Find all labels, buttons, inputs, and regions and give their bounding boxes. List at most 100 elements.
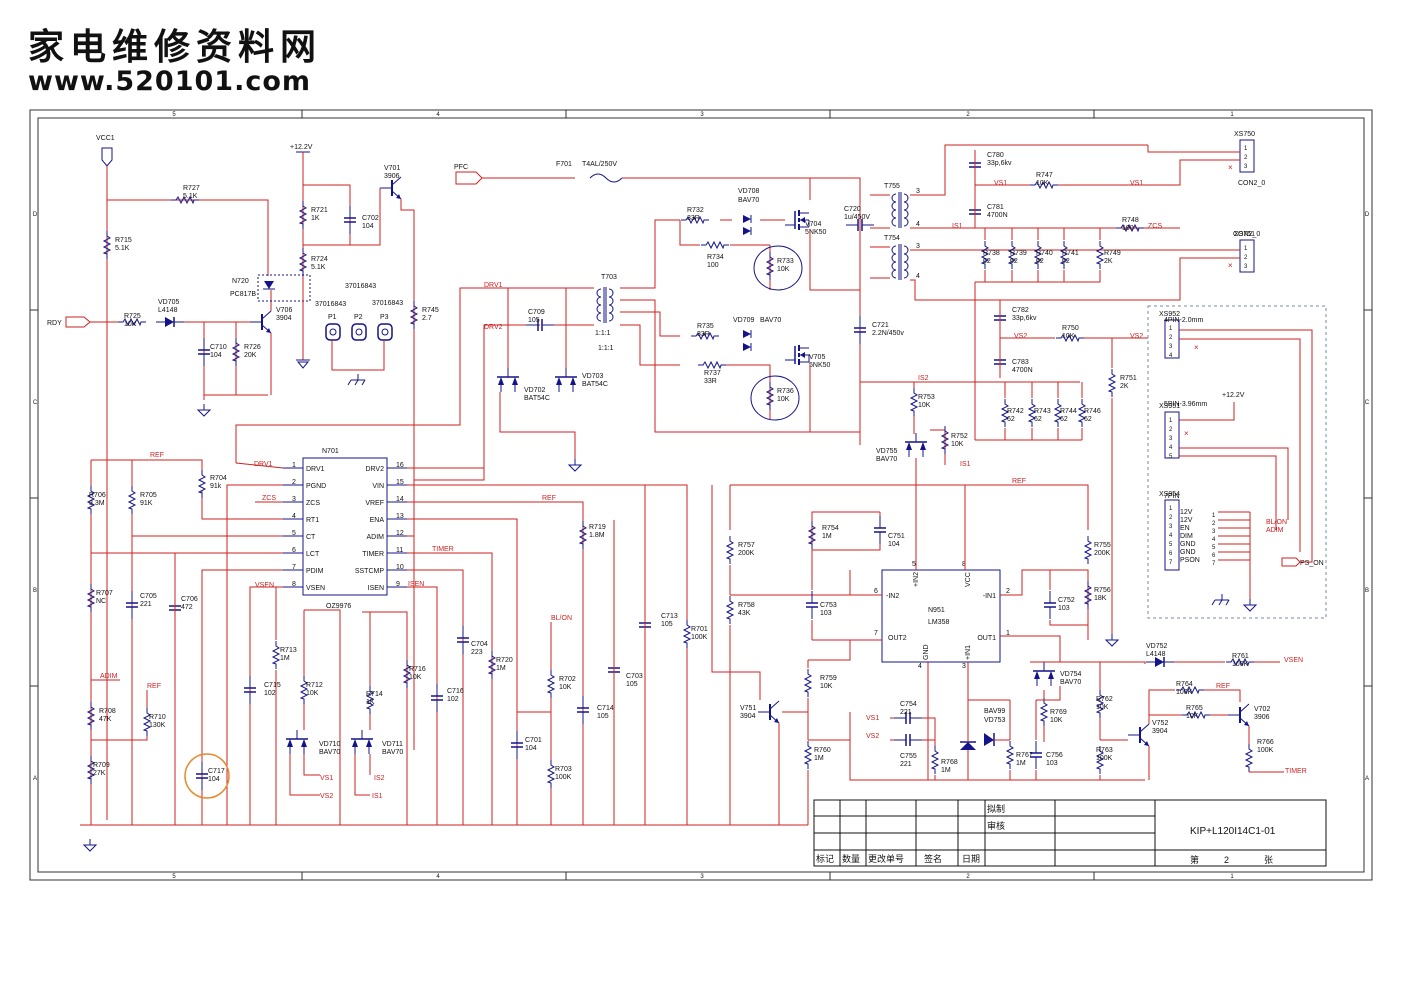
ic-pin-number: 3	[292, 496, 296, 503]
component-ref: R737	[704, 370, 721, 377]
diode-vd705	[165, 317, 174, 327]
connector-pin: 2	[1244, 255, 1248, 261]
resistor-r752	[940, 426, 950, 454]
fuse-value: T4AL/250V	[582, 161, 617, 168]
component-value: 5.1K	[311, 264, 326, 271]
resistor-r746	[1077, 399, 1087, 427]
resistor-r741	[1059, 241, 1069, 269]
resistor-r765	[1182, 710, 1210, 720]
component-value: 102	[264, 690, 276, 697]
component-value: NC	[96, 598, 106, 605]
component-ref: T755	[884, 183, 900, 190]
component-ref: R769	[1050, 709, 1067, 716]
wire	[1179, 455, 1277, 530]
title-column-header: 签名	[924, 853, 942, 864]
resistor-r737	[698, 360, 726, 370]
highlight-circle	[750, 375, 800, 421]
component-ref: R734	[707, 254, 724, 261]
component-value: 472	[181, 604, 193, 611]
net-label-ref: REF	[1216, 683, 1230, 690]
component-ref: T703	[601, 274, 617, 281]
component-value: BAV70	[760, 317, 781, 324]
connector-pin: 3	[1169, 524, 1173, 530]
pin-number: 3	[916, 243, 920, 250]
wire	[303, 754, 320, 776]
component-ref: N720	[232, 278, 249, 285]
wire	[1148, 257, 1240, 301]
component-value: 105	[597, 713, 609, 720]
connector-ref: XS751	[1234, 231, 1255, 238]
connector-pin: 3	[1169, 344, 1173, 350]
component-ref: R721	[311, 207, 328, 214]
net-label-isen: ISEN	[408, 581, 424, 588]
sheet-outer-border	[29, 109, 1373, 881]
component-ref: VD753	[984, 717, 1006, 724]
ic-pin-name: -IN1	[983, 593, 996, 600]
component-value: 4700N	[987, 212, 1008, 219]
vcc1-port	[101, 147, 113, 167]
component-ref: VD709	[733, 317, 755, 324]
resistor-r754	[807, 521, 817, 549]
component-value: 33R	[687, 215, 700, 222]
mounting-pin	[325, 323, 341, 341]
component-ref: R753	[918, 394, 935, 401]
component-value: 62	[1084, 416, 1092, 423]
connector-pin: 2	[1169, 427, 1173, 433]
highlight-circle	[184, 753, 230, 799]
watermark-url: www.520101.com	[28, 66, 312, 97]
power-label-rdy: RDY	[47, 320, 62, 327]
border-column-mark: 5	[172, 112, 176, 118]
mounting-pin	[377, 323, 393, 341]
resistor-r753	[909, 388, 919, 416]
net-label-drv2: DRV2	[484, 324, 503, 331]
component-ref: C714	[597, 705, 614, 712]
component-value: 3.3M	[89, 500, 105, 507]
nc-mark: ×	[1228, 163, 1233, 172]
ic-pin-name: RT1	[306, 517, 319, 524]
dual-diode-vd710	[287, 739, 307, 747]
component-value: 62	[1010, 258, 1018, 265]
title-column-header: 标记	[816, 853, 834, 864]
resistor-r742	[1000, 399, 1010, 427]
connector-type: CON2_0	[1233, 231, 1260, 238]
component-ref: C756	[1046, 752, 1063, 759]
net-label-adim: ADIM	[1266, 527, 1284, 534]
component-value: 18K	[1094, 595, 1107, 602]
ic-pin-name: VSEN	[306, 585, 325, 592]
ic-pin-number: 4	[918, 663, 922, 670]
component-ref: R767	[1016, 752, 1033, 759]
wire	[730, 570, 851, 596]
border-row-mark: A	[33, 776, 37, 782]
connector-pin: 3	[1169, 436, 1173, 442]
ic-pin-number: 5	[912, 561, 916, 568]
component-value: 1M	[814, 755, 824, 762]
border-column-mark: 1	[1230, 112, 1234, 118]
wire	[362, 611, 408, 825]
resistor-r710	[142, 708, 152, 736]
pin-number: 4	[916, 273, 920, 280]
optocoupler-n720	[257, 274, 311, 302]
net-label-adim: ADIM	[100, 673, 118, 680]
wire	[235, 462, 284, 469]
power-label-pfc: PFC	[454, 164, 468, 171]
component-ref: R703	[555, 766, 572, 773]
resistor-r719	[578, 521, 588, 549]
transformer-t754	[891, 245, 909, 279]
sheet-prefix: 第	[1190, 854, 1199, 865]
resistor-r712	[299, 676, 309, 704]
component-ref: R742	[1007, 408, 1024, 415]
component-value: 10K	[777, 396, 790, 403]
title-column-header: 数量	[842, 853, 860, 864]
component-ref: R747	[1036, 172, 1053, 179]
connector-signal: GND	[1180, 549, 1196, 556]
transformer-t755	[891, 193, 909, 227]
component-value: 10K	[409, 674, 422, 681]
component-ref: C753	[820, 602, 837, 609]
component-ref: V704	[805, 221, 821, 228]
connector-type: CON2_0	[1238, 180, 1265, 187]
ic-pin-number: 16	[396, 462, 404, 469]
component-value: 10K	[1062, 333, 1075, 340]
component-ref: R708	[99, 708, 116, 715]
ic-pin-number: 13	[396, 513, 404, 520]
component-value: 1M	[1016, 760, 1026, 767]
